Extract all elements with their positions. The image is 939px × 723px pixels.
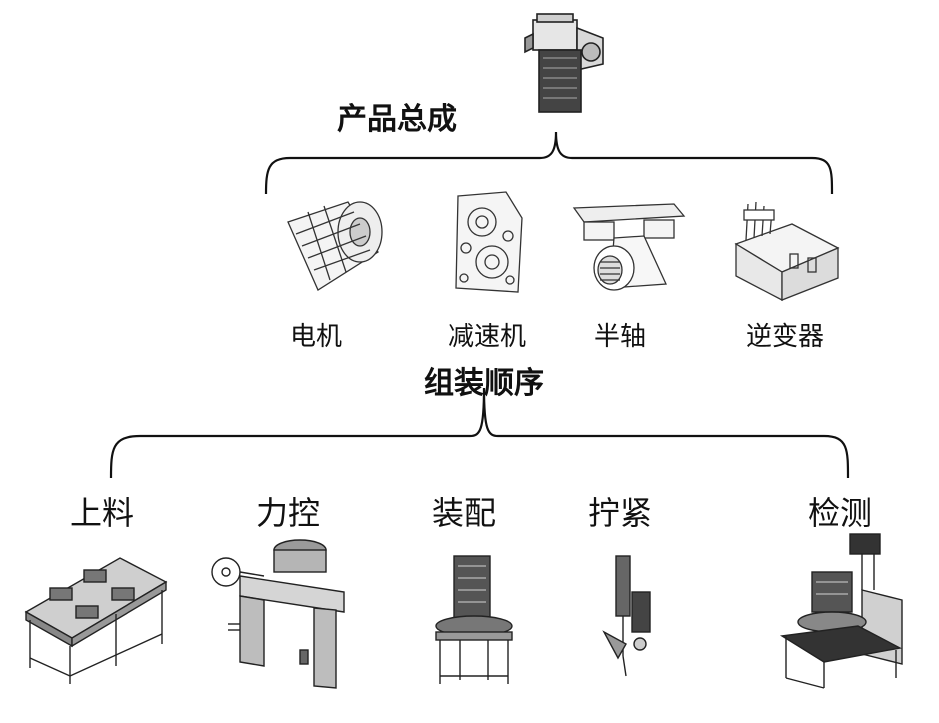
step-label-assembly: 装配 bbox=[432, 494, 497, 532]
product-assembly-icon bbox=[524, 13, 604, 113]
loading-table-icon bbox=[24, 557, 168, 684]
step-label-tightening: 拧紧 bbox=[588, 494, 653, 532]
component-label-half-shaft: 半轴 bbox=[594, 322, 647, 352]
step-label-inspection: 检测 bbox=[808, 494, 873, 532]
inverter-icon bbox=[734, 201, 840, 302]
tightening-tool-icon bbox=[602, 555, 651, 677]
force-control-fixture-icon bbox=[211, 539, 345, 689]
assembly-title: 产品总成 bbox=[337, 102, 457, 137]
assembly-sequence-title: 组装顺序 bbox=[424, 366, 544, 401]
gearbox-icon bbox=[455, 191, 523, 293]
component-label-gearbox: 减速机 bbox=[448, 322, 527, 352]
step-label-loading: 上料 bbox=[70, 494, 135, 532]
inspection-station-icon bbox=[779, 533, 903, 689]
step-label-force-control: 力控 bbox=[256, 494, 321, 532]
assembly-station-icon bbox=[435, 555, 513, 684]
motor-icon bbox=[287, 201, 383, 291]
half-shaft-icon bbox=[572, 203, 686, 291]
component-label-inverter: 逆变器 bbox=[746, 322, 825, 352]
component-label-motor: 电机 bbox=[290, 322, 343, 352]
